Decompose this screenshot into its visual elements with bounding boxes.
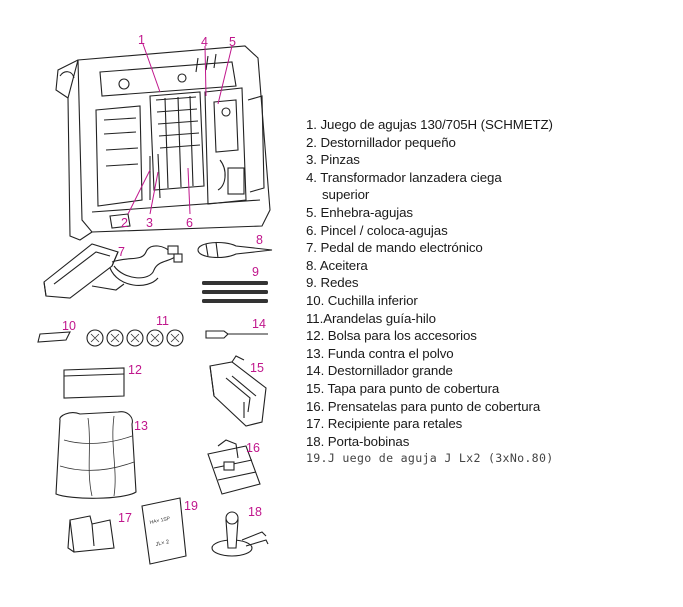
needle-pack-drawing: HA× 1SP JL× 2 — [141, 497, 187, 565]
legend-item-7: 7. Pedal de mando electrónico — [306, 240, 483, 256]
legend-item-2: 2. Destornillador pequeño — [306, 134, 456, 150]
legend-item-5: 5. Enhebra-agujas — [306, 204, 413, 220]
machine-callout-leaders — [127, 43, 233, 215]
cover-stitch-plate-drawing — [209, 355, 267, 427]
legend-item-9: 9. Redes — [306, 275, 359, 291]
legend-item-13: 13. Funda contra el polvo — [306, 345, 454, 361]
legend-item-14: 14. Destornillador grande — [306, 363, 453, 379]
callout-11: 11 — [156, 314, 169, 328]
callout-9: 9 — [252, 265, 259, 279]
callout-16: 16 — [246, 441, 260, 455]
callout-15: 15 — [250, 361, 264, 375]
callout-17: 17 — [118, 511, 132, 525]
cover-stitch-presser-foot-drawing — [207, 439, 261, 495]
legend-item-4-continued: superior — [322, 187, 370, 203]
callout-19: 19 — [184, 499, 198, 513]
callout-18: 18 — [248, 505, 262, 519]
legend-item-12: 12. Bolsa para los accesorios — [306, 328, 477, 344]
scrap-container-drawing — [67, 515, 115, 553]
callout-1: 1 — [138, 33, 145, 47]
legend-item-3: 3. Pinzas — [306, 152, 360, 168]
lower-knife-drawing — [37, 331, 71, 343]
legend-item-4: 4. Transformador lanzadera ciega — [306, 169, 502, 185]
callout-14: 14 — [252, 317, 266, 331]
thread-guide-washers-drawing — [86, 329, 184, 347]
legend-item-1: 1. Juego de agujas 130/705H (SCHMETZ) — [306, 117, 553, 132]
callout-5: 5 — [229, 35, 236, 49]
callout-12: 12 — [128, 363, 142, 377]
callout-2: 2 — [121, 216, 128, 230]
legend-item-10: 10. Cuchilla inferior — [306, 292, 418, 308]
callout-10: 10 — [62, 319, 76, 333]
legend-item-8: 8. Aceitera — [306, 257, 368, 273]
callout-3: 3 — [146, 216, 153, 230]
foot-controller-drawing — [43, 243, 183, 299]
legend-item-17: 17. Recipiente para retales — [306, 416, 463, 432]
legend-item-18: 18. Porta-bobinas — [306, 433, 410, 449]
serger-machine-drawing — [55, 45, 271, 241]
callout-7: 7 — [118, 245, 125, 259]
spool-holder-drawing — [211, 511, 269, 557]
legend-item-19: 19.J uego de aguja J Lx2 (3xNo.80) — [306, 451, 554, 466]
legend-item-15: 15. Tapa para punto de cobertura — [306, 380, 500, 396]
callout-6: 6 — [186, 216, 193, 230]
oiler-drawing — [197, 241, 273, 259]
callout-13: 13 — [134, 419, 148, 433]
large-screwdriver-drawing — [205, 330, 268, 339]
needle-pack-label-bottom: JL× 2 — [155, 539, 170, 548]
needle-pack-label-top: HA× 1SP — [149, 516, 171, 526]
dust-cover-drawing — [55, 411, 137, 499]
callout-8: 8 — [256, 233, 263, 247]
legend-item-16: 16. Prensatelas para punto de cobertura — [306, 398, 541, 414]
accessory-bag-drawing — [63, 367, 125, 399]
callout-4: 4 — [201, 35, 208, 49]
legend-item-11: 11.Arandelas guía-hilo — [306, 310, 436, 326]
legend-item-6: 6. Pincel / coloca-agujas — [306, 222, 448, 238]
nets-drawing — [202, 281, 268, 303]
accessories-legend: 1. Juego de agujas 130/705H (SCHMETZ) 2.… — [306, 116, 554, 468]
